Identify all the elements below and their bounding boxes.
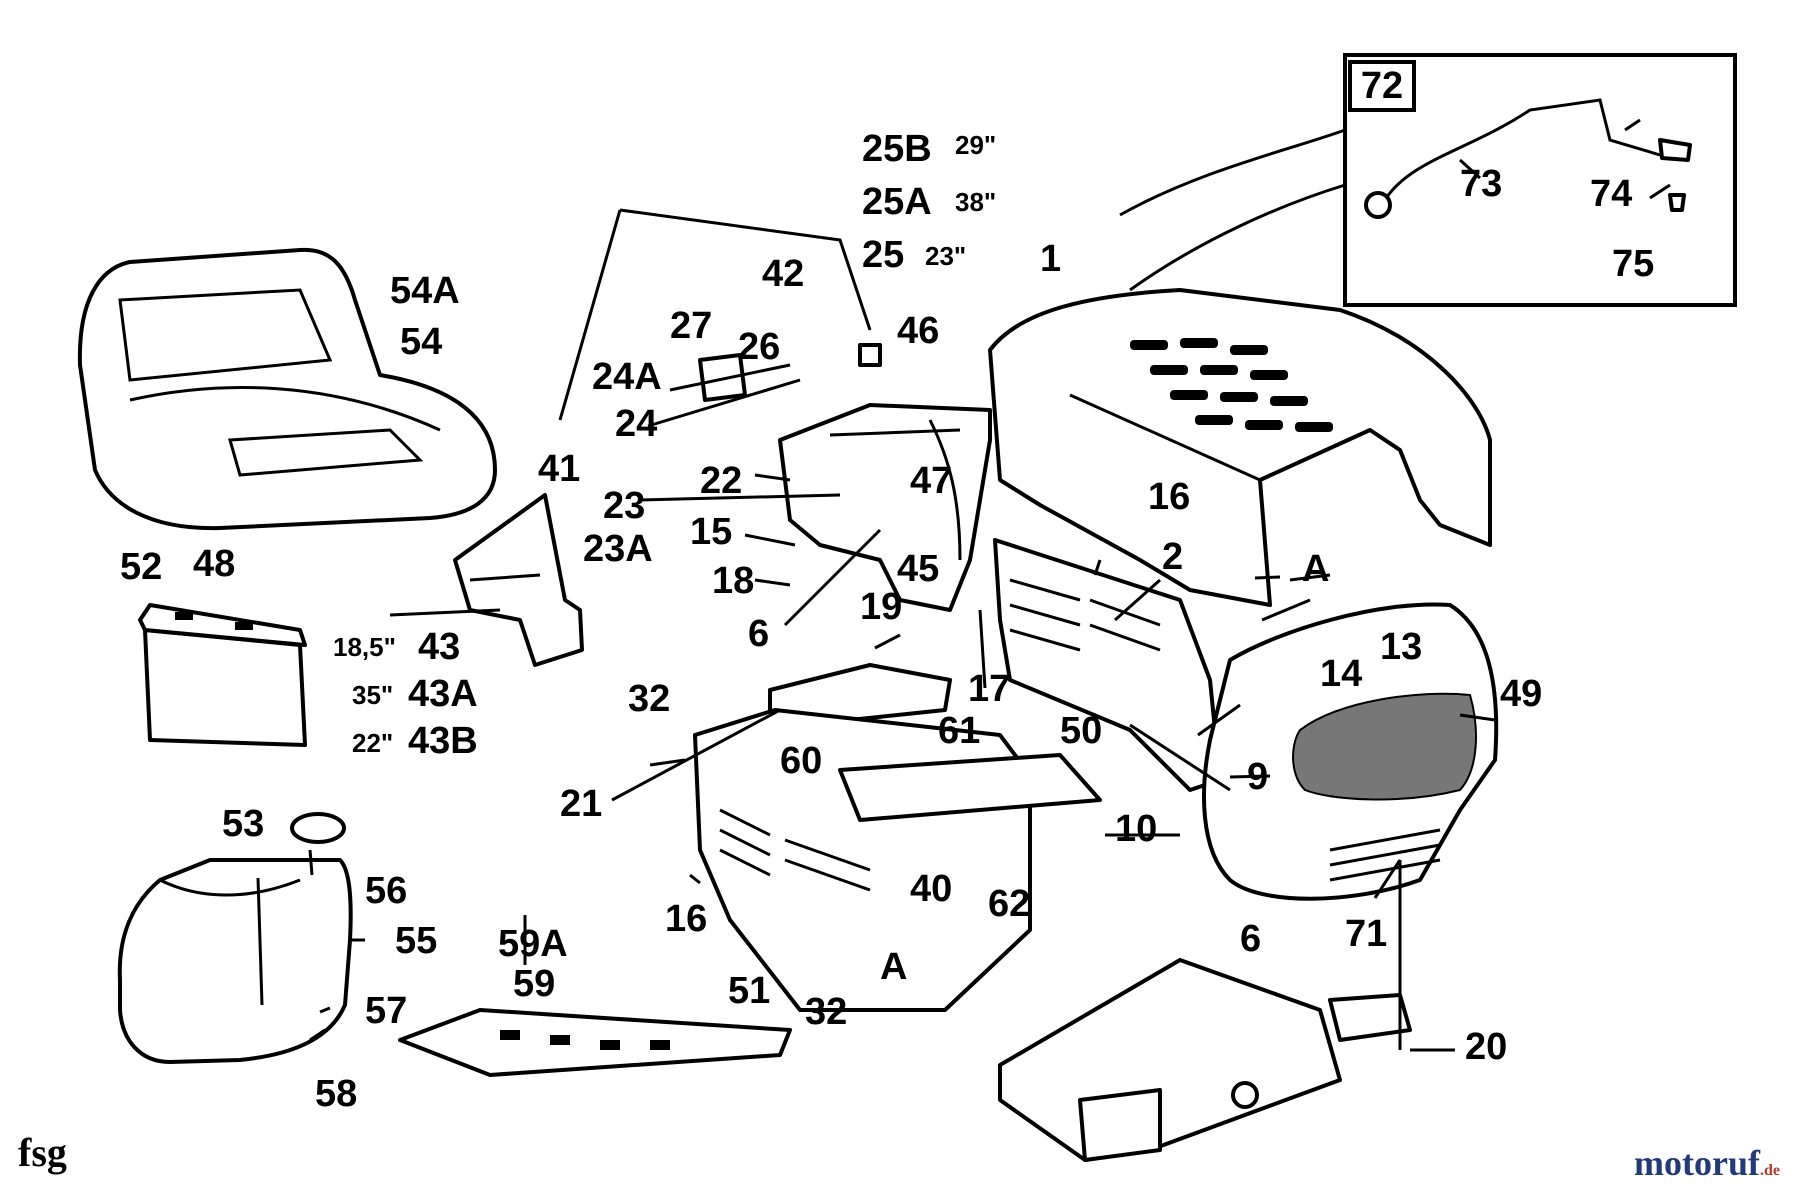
label-32-bottom: 32	[805, 991, 848, 1033]
label-45: 45	[897, 548, 940, 590]
label-13: 13	[1380, 626, 1423, 668]
label-48: 48	[193, 543, 236, 585]
label-25A: 25A	[862, 181, 932, 223]
label-57: 57	[365, 990, 408, 1032]
bracket-drawing	[453, 493, 584, 667]
label-20: 20	[1465, 1026, 1508, 1068]
leader-lines	[309, 118, 1671, 1052]
side-panel-drawing	[993, 538, 1222, 792]
label-1: 1	[1040, 238, 1062, 280]
label-2: 2	[1162, 536, 1184, 578]
label-A-top: A	[1302, 548, 1330, 590]
brand-suffix: .de	[1760, 1162, 1780, 1179]
label-24: 24	[615, 403, 658, 445]
label-19: 19	[860, 586, 903, 628]
label-74: 74	[1590, 173, 1633, 215]
label-10: 10	[1115, 808, 1158, 850]
label-42: 42	[762, 253, 805, 295]
label-55: 55	[395, 920, 438, 962]
label-16-bottom: 16	[665, 898, 708, 940]
label-43: 43	[418, 626, 461, 668]
label-58: 58	[315, 1073, 358, 1115]
brand-watermark: motoruf.de	[1634, 1142, 1780, 1184]
label-6-left: 6	[748, 613, 770, 655]
label-size-29: 29"	[955, 130, 997, 160]
label-25: 25	[862, 234, 905, 276]
label-59: 59	[513, 963, 556, 1005]
label-41: 41	[538, 448, 581, 490]
label-49: 49	[1500, 673, 1543, 715]
label-51: 51	[728, 970, 771, 1012]
label-43B: 43B	[408, 720, 478, 762]
battery-drawing	[138, 603, 307, 747]
label-size-185: 18,5"	[333, 632, 396, 662]
label-15: 15	[690, 511, 733, 553]
label-23A: 23A	[583, 528, 653, 570]
label-56: 56	[365, 870, 408, 912]
label-25B: 25B	[862, 128, 932, 170]
label-46: 46	[897, 310, 940, 352]
label-22: 22	[700, 460, 743, 502]
label-size-22: 22"	[352, 728, 394, 758]
label-17: 17	[968, 668, 1011, 710]
label-50: 50	[1060, 710, 1103, 752]
label-size-35: 35"	[352, 680, 394, 710]
corner-code: fsg	[18, 1130, 67, 1175]
label-size-23: 23"	[925, 241, 967, 271]
hood-drawing	[988, 128, 1492, 607]
label-9: 9	[1247, 756, 1269, 798]
label-14: 14	[1320, 653, 1363, 695]
seat-drawing	[77, 247, 497, 531]
label-75: 75	[1612, 243, 1655, 285]
label-60: 60	[780, 740, 823, 782]
label-47: 47	[910, 460, 953, 502]
label-43A: 43A	[408, 673, 478, 715]
fuel-tank-drawing	[117, 812, 353, 1064]
label-6-right: 6	[1240, 918, 1262, 960]
label-27: 27	[670, 305, 713, 347]
label-59A: 59A	[498, 923, 568, 965]
label-52: 52	[120, 546, 163, 588]
label-40: 40	[910, 868, 953, 910]
footplate-drawing	[398, 1008, 792, 1077]
brand-name: motoruf	[1634, 1143, 1760, 1183]
frame-drawing	[998, 958, 1412, 1162]
label-size-38: 38"	[955, 187, 997, 217]
label-18: 18	[712, 560, 755, 602]
label-53: 53	[222, 803, 265, 845]
label-23: 23	[603, 485, 646, 527]
label-24A: 24A	[592, 356, 662, 398]
label-A-bottom: A	[880, 946, 908, 988]
label-26: 26	[738, 326, 781, 368]
inset-tag: 72	[1348, 60, 1416, 112]
dashboard-drawing	[698, 343, 992, 612]
grille-drawing	[1202, 602, 1499, 901]
label-32-top: 32	[628, 678, 671, 720]
label-71: 71	[1345, 913, 1388, 955]
inset-drawing	[1343, 53, 1737, 307]
front-body-drawing	[693, 708, 1102, 1012]
label-73: 73	[1460, 163, 1503, 205]
label-62: 62	[988, 883, 1031, 925]
label-16-top: 16	[1148, 476, 1191, 518]
label-54: 54	[400, 321, 443, 363]
label-21: 21	[560, 783, 603, 825]
label-54A: 54A	[390, 270, 460, 312]
label-61: 61	[938, 710, 981, 752]
